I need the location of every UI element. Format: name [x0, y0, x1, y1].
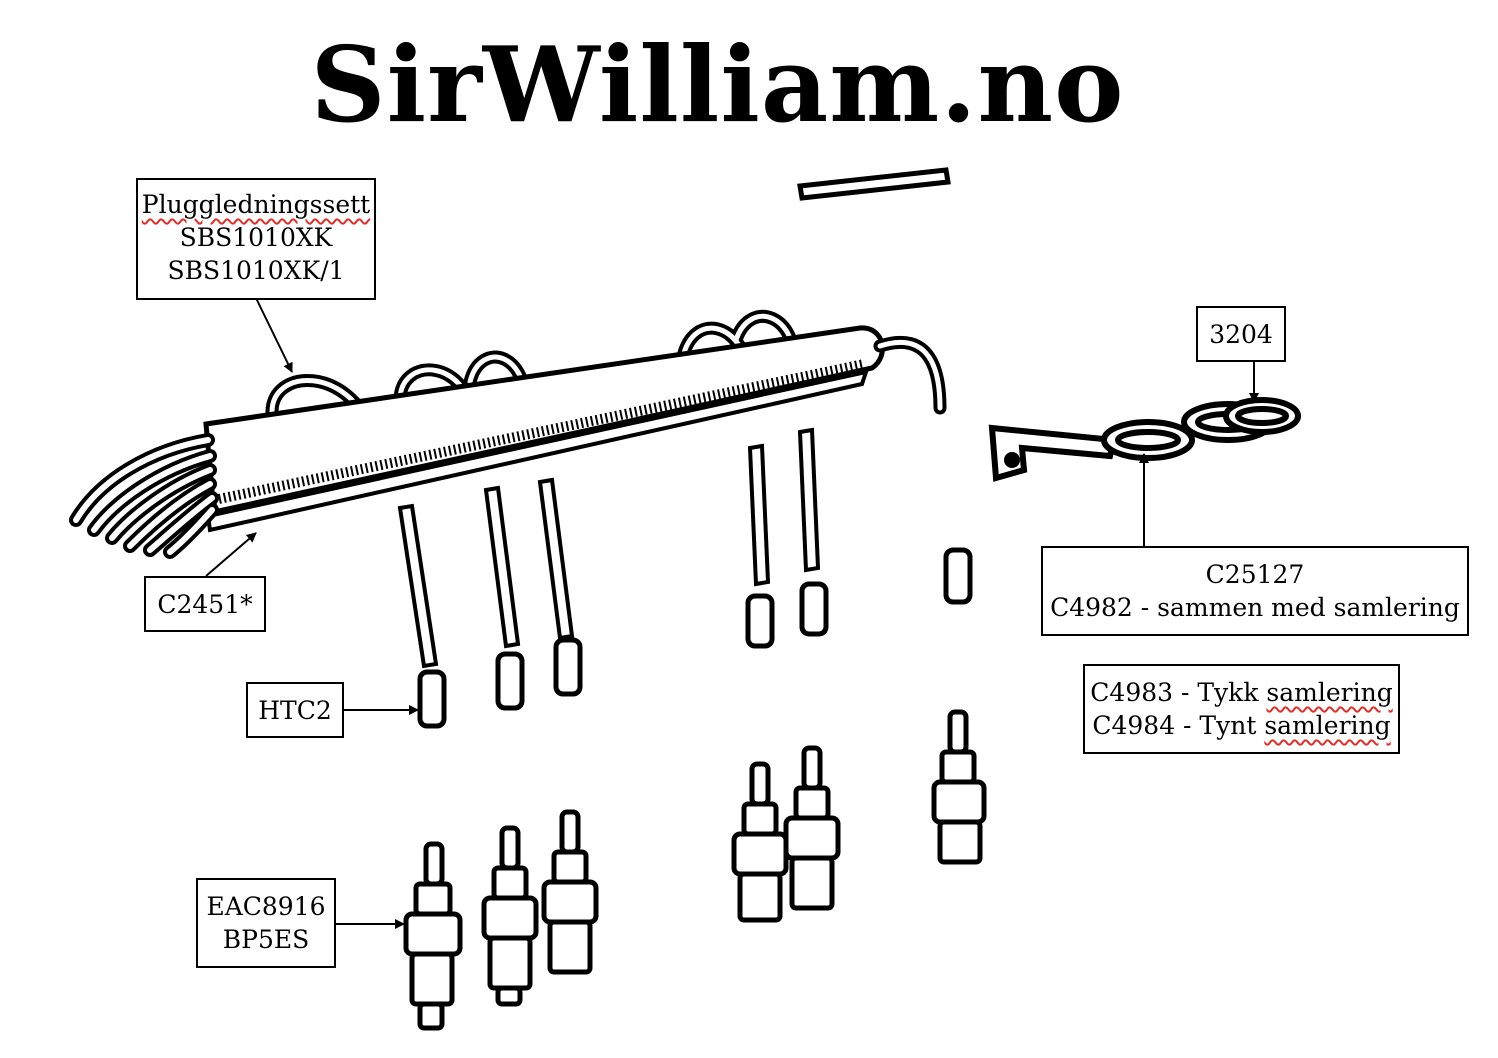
grommet-thick-word: samlering [1266, 678, 1393, 707]
grommet-thick-line: C4983 - Tykk samlering [1085, 676, 1398, 709]
spark-plug-1 [403, 841, 463, 1031]
spark-plug-2 [481, 825, 539, 1007]
connector-part-number: HTC2 [258, 696, 332, 725]
bracket-label: C25127 C4982 - sammen med samlering [1041, 546, 1469, 636]
harness-set-name: Pluggledningssett [141, 190, 371, 219]
spark-plug-3 [541, 809, 599, 975]
lead-wires [397, 427, 821, 669]
bracket-part-number: C25127 [1205, 560, 1305, 589]
loose-rod [797, 167, 951, 201]
spark-plug-5 [783, 745, 841, 911]
harness-part-number-alt: SBS1010XK/1 [167, 256, 345, 285]
ht-connectors [417, 547, 973, 729]
grommet-label: C4983 - Tykk samlering C4984 - Tynt saml… [1083, 664, 1400, 754]
grommet-thick-code: C4983 - Tykk [1090, 678, 1267, 707]
part-3204-number: 3204 [1209, 320, 1273, 349]
spark-plug-type: BP5ES [222, 925, 310, 954]
spark-plug-6 [931, 709, 987, 865]
left-wire-bundle [69, 433, 219, 559]
leader-arrows [205, 297, 1259, 929]
cover-part-number: C2451* [157, 590, 253, 619]
spark-plug-part-number: EAC8916 [206, 892, 326, 921]
part-3204-label: 3204 [1196, 306, 1286, 362]
harness-set-label: Pluggledningssett SBS1010XK SBS1010XK/1 [136, 178, 376, 300]
harness-part-number: SBS1010XK [179, 223, 333, 252]
spark-plug-4 [731, 761, 789, 923]
grommet-thin-word: samlering [1264, 711, 1391, 740]
site-title: SirWilliam.no [310, 23, 1125, 146]
spark-plugs [403, 709, 987, 1031]
right-wire [873, 335, 947, 415]
grommet-thin-code: C4984 - Tynt [1092, 711, 1265, 740]
spark-plug-label: EAC8916 BP5ES [196, 878, 336, 968]
connector-part-label: HTC2 [246, 682, 344, 738]
grommet-thin-line: C4984 - Tynt samlering [1085, 709, 1398, 742]
cover-part-label: C2451* [144, 576, 266, 632]
bracket-note: C4982 - sammen med samlering [1050, 593, 1460, 622]
